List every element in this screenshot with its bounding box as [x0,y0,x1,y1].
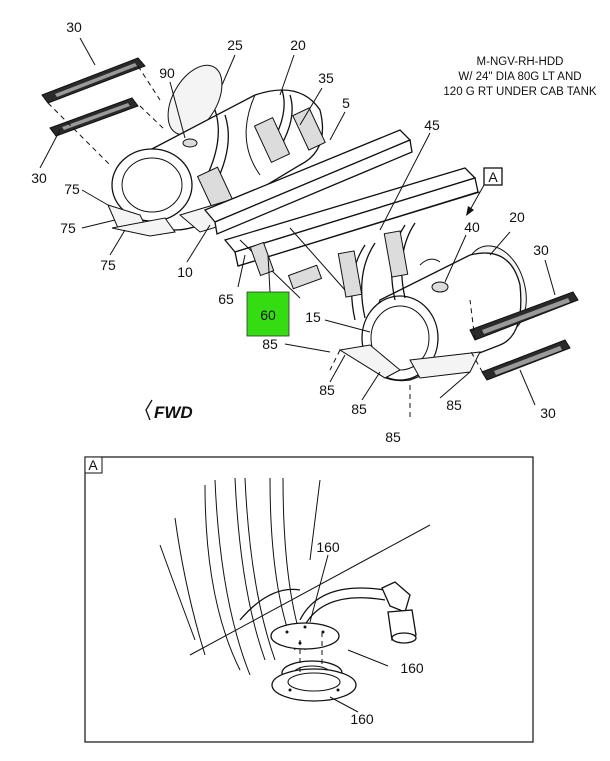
fwd-arrow-icon [145,399,153,421]
right-tank-assembly [337,222,527,382]
callout-85-a: 85 [262,336,278,352]
fill-neck [182,138,198,148]
callout-labels: 30 25 20 90 35 5 30 45 75 75 75 10 65 15… [31,19,556,445]
callout-75-a: 75 [64,181,80,197]
callout-160-bottom: 160 [350,711,374,727]
callout-160-top: 160 [316,539,340,555]
callout-45: 45 [424,117,440,133]
forward-indicator: FWD [145,399,193,422]
step-plate-right [469,291,579,341]
callout-15: 15 [305,309,321,325]
detail-a-panel: A [84,456,534,743]
leader-lines [39,37,556,406]
detail-a-label: A [88,457,98,473]
callout-5: 5 [342,95,350,111]
callout-30-top: 30 [66,19,82,35]
title-block: M-NGV-RH-HDD W/ 24" DIA 80G LT AND 120 G… [443,56,596,98]
detail-reference-a: A [466,167,503,216]
callout-40: 40 [464,219,480,235]
step-plate-mid-left [49,97,139,137]
callout-85-d: 85 [446,397,462,413]
highlighted-callout-60[interactable]: 60 [246,291,290,337]
fuel-valve [431,281,449,293]
callout-75-b: 75 [60,220,76,236]
callout-20-top: 20 [290,37,306,53]
callout-30-right: 30 [533,242,549,258]
callout-60: 60 [260,307,276,323]
title-line-2: W/ 24" DIA 80G LT AND [458,71,581,83]
callout-10: 10 [177,264,193,280]
title-line-3: 120 G RT UNDER CAB TANK [443,86,596,98]
mounting-plate-lower [271,668,357,702]
callout-30-left: 30 [31,170,47,186]
fwd-label: FWD [154,403,193,422]
callout-20-right: 20 [509,209,525,225]
callout-35: 35 [318,70,334,86]
callout-85-e: 85 [385,429,401,445]
callout-75-c: 75 [100,257,116,273]
highlight-box[interactable] [246,291,290,337]
callout-90: 90 [159,65,175,81]
callout-85-b: 85 [319,382,335,398]
title-line-1: M-NGV-RH-HDD [477,56,564,68]
step-plate-top-left [41,57,146,104]
callout-25: 25 [227,37,243,53]
callout-65: 65 [218,291,234,307]
reference-a-label: A [488,169,498,185]
frame-rail [203,129,481,299]
callout-85-c: 85 [351,401,367,417]
callout-30-bottom: 30 [540,405,556,421]
callout-160-right: 160 [400,660,424,676]
